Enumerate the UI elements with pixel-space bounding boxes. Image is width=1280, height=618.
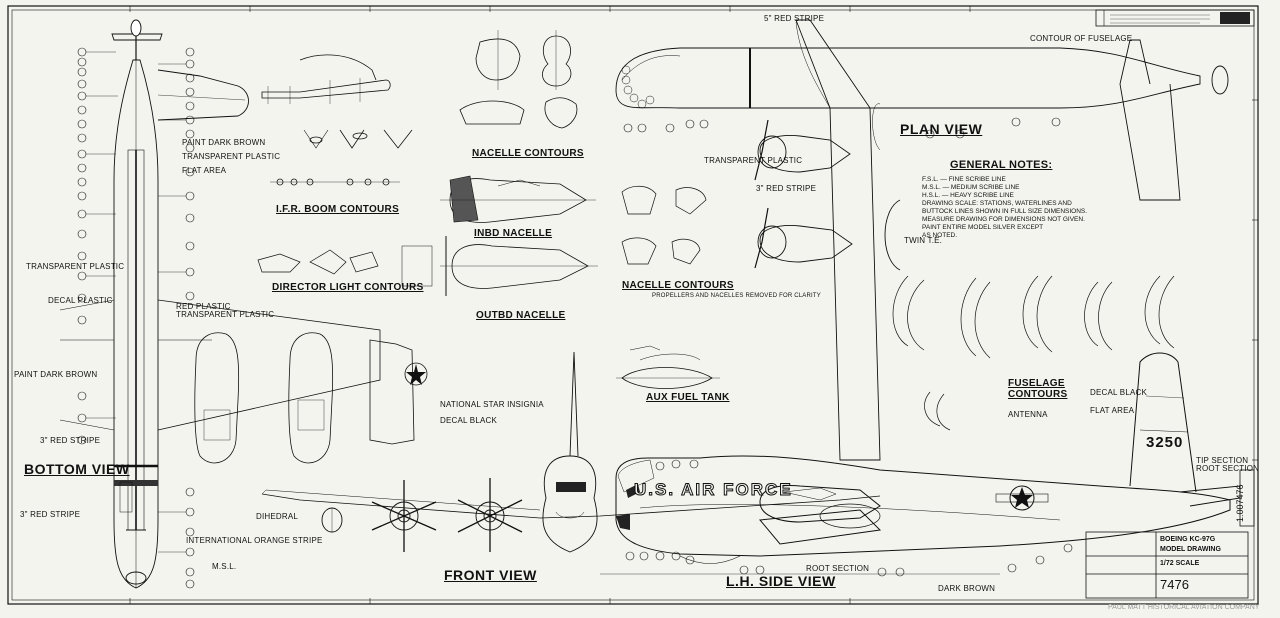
callout-red-stripe-wing: 3" RED STRIPE xyxy=(20,510,81,519)
publisher-line: COMPANY xyxy=(1224,604,1260,611)
side-number: 1.007476 xyxy=(1235,484,1245,522)
callout-paint-dark-brown: PAINT DARK BROWN xyxy=(182,138,266,147)
callout-red-stripe: 3" RED STRIPE xyxy=(40,436,101,445)
callout-msl: M.S.L. xyxy=(212,562,237,571)
callout-flat-area-tail: FLAT AREA xyxy=(1090,406,1135,415)
side-view-drawing xyxy=(600,352,1241,575)
callout-decal-black: DECAL BLACK xyxy=(440,416,498,425)
aux-fuel-tank-title: AUX FUEL TANK xyxy=(646,392,730,403)
callout-red-stripe-top: 5" RED STRIPE xyxy=(764,14,825,23)
station-markers-left xyxy=(77,47,195,589)
sheet-border xyxy=(7,5,1259,605)
callout-decal-black-2: DECAL BLACK xyxy=(1090,388,1148,397)
ifr-boom-drawing xyxy=(261,54,413,186)
callout-flat-area: FLAT AREA xyxy=(182,166,227,175)
title-line-2: MODEL DRAWING xyxy=(1160,546,1221,553)
outbd-nacelle-drawing xyxy=(401,236,598,296)
callout-paint-dark-brown-2: PAINT DARK BROWN xyxy=(14,370,98,379)
title-block xyxy=(1085,469,1255,599)
note-item: PAINT ENTIRE MODEL SILVER EXCEPT xyxy=(922,224,1044,231)
note-item: MEASURE DRAWING FOR DIMENSIONS NOT GIVEN… xyxy=(922,216,1085,223)
note-item: F.S.L. — FINE SCRIBE LINE xyxy=(922,176,1006,183)
callout-antenna: ANTENNA xyxy=(1008,410,1048,419)
publisher-line: PAUL MATT xyxy=(1108,604,1146,611)
callout-national-star: NATIONAL STAR INSIGNIA xyxy=(440,400,544,409)
note-item: H.S.L. — HEAVY SCRIBE LINE xyxy=(922,192,1014,199)
side-view-title: L.H. SIDE VIEW xyxy=(726,573,836,589)
callout-tip-section: TIP SECTION xyxy=(1196,456,1249,465)
aux-fuel-tank-drawing xyxy=(616,345,720,389)
callout-transparent-plastic-2: TRANSPARENT PLASTIC xyxy=(26,262,125,271)
tail-number: 3250 xyxy=(1146,434,1184,451)
publisher-line: HISTORICAL AVIATION xyxy=(1147,604,1223,611)
general-notes-list: F.S.L. — FINE SCRIBE LINE M.S.L. — MEDIU… xyxy=(922,176,1087,240)
callout-props-note: PROPELLERS AND NACELLES REMOVED FOR CLAR… xyxy=(652,293,821,299)
wing-and-nacelles-bottom xyxy=(194,332,428,464)
callout-root-section: ROOT SECTION xyxy=(806,564,870,573)
nacelle-contours-top-title: NACELLE CONTOURS xyxy=(472,148,584,159)
callout-transparent-plastic-plan: TRANSPARENT PLASTIC xyxy=(704,156,803,165)
callout-transparent-plastic-3: TRANSPARENT PLASTIC xyxy=(176,310,275,319)
callout-contour-of-fuselage: CONTOUR OF FUSELAGE xyxy=(1030,34,1133,43)
note-item: AS NOTED. xyxy=(922,232,958,239)
callout-red-stripe-plan: 3" RED STRIPE xyxy=(756,184,817,193)
note-item: BUTTOCK LINES SHOWN IN FULL SIZE DIMENSI… xyxy=(922,208,1088,215)
outbd-nacelle-title: OUTBD NACELLE xyxy=(476,310,566,321)
nacelle-contours-right xyxy=(621,185,707,265)
nacelle-contours-title: NACELLE CONTOURS xyxy=(622,280,734,291)
front-view-title: FRONT VIEW xyxy=(444,567,537,583)
fuselage-contours-drawing xyxy=(892,275,1175,431)
inbd-nacelle-drawing xyxy=(440,175,596,223)
director-light-contours xyxy=(257,249,379,275)
callout-red-plastic: RED PLASTIC xyxy=(176,302,231,311)
general-notes-title: GENERAL NOTES: xyxy=(950,159,1053,171)
fuselage-marking: U.S. AIR FORCE xyxy=(634,480,793,500)
drawing-number: 7476 xyxy=(1160,577,1189,592)
fuselage-contours-title: FUSELAGE CONTOURS xyxy=(1008,378,1068,400)
publisher-stamp: PAUL MATT HISTORICAL AVIATION COMPANY xyxy=(1108,604,1259,612)
callout-dihedral: DIHEDRAL xyxy=(256,512,299,521)
callout-dark-brown: DARK BROWN xyxy=(938,584,996,593)
plan-view-title: PLAN VIEW xyxy=(900,121,983,137)
callout-international-orange: INTERNATIONAL ORANGE STRIPE xyxy=(186,536,323,545)
ifr-boom-title: I.F.R. BOOM CONTOURS xyxy=(276,204,400,215)
plan-view-drawing xyxy=(615,19,1229,461)
callout-twin-te: TWIN T.E. xyxy=(904,236,943,245)
front-view-drawing xyxy=(261,351,881,553)
callout-root-section-2: ROOT SECTION xyxy=(1196,464,1260,473)
callout-decal-plastic: DECAL PLASTIC xyxy=(48,296,113,305)
director-light-title: DIRECTOR LIGHT CONTOURS xyxy=(272,282,424,293)
title-line-3: 1/72 SCALE xyxy=(1160,560,1200,567)
nacelle-contours-top xyxy=(459,30,578,129)
title-line-1: BOEING KC-97G xyxy=(1160,536,1216,543)
note-item: M.S.L. — MEDIUM SCRIBE LINE xyxy=(922,184,1020,191)
inbd-nacelle-title: INBD NACELLE xyxy=(474,228,553,239)
bottom-view-drawing xyxy=(59,19,381,589)
callout-transparent-plastic: TRANSPARENT PLASTIC xyxy=(182,152,281,161)
station-markers-side xyxy=(623,117,1073,577)
bottom-view-title: BOTTOM VIEW xyxy=(24,461,130,477)
note-item: DRAWING SCALE: STATIONS, WATERLINES AND xyxy=(922,200,1072,207)
